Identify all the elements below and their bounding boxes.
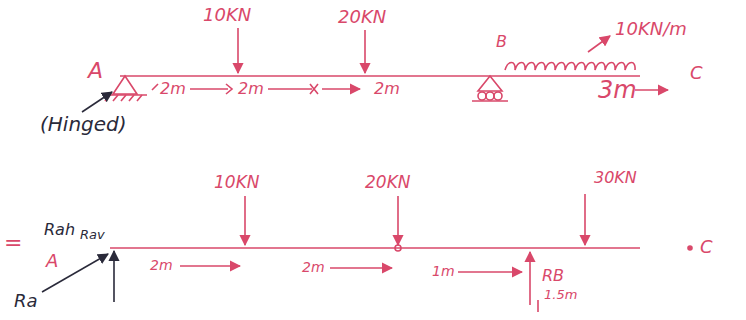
- top-beam-group: [105, 28, 668, 101]
- udl-coils: [505, 63, 635, 71]
- dimension-label: 3m: [598, 78, 637, 102]
- dimension-label: 1.5m: [544, 288, 577, 301]
- leader-arrow: [588, 36, 610, 52]
- dimension-label: 2m: [374, 81, 400, 97]
- dimension-label: 2m: [150, 258, 173, 272]
- roller: [486, 92, 494, 100]
- point-load-arrow: [237, 28, 239, 73]
- dimension-line: [330, 267, 392, 269]
- reaction-label: Ra: [14, 292, 38, 310]
- reaction-label: Rav: [80, 228, 105, 241]
- point-load-arrow: [244, 196, 246, 245]
- udl-label: 10KN/m: [615, 20, 687, 38]
- dimension-tick: [537, 300, 539, 312]
- load-label: 20KN: [365, 174, 411, 191]
- dimension-tick: [310, 84, 318, 94]
- ground-hatch: [105, 95, 142, 101]
- dimension-line: [268, 88, 312, 90]
- dimension-line: [635, 89, 668, 91]
- dimension-line: [190, 88, 228, 90]
- dimension-tick: [152, 84, 158, 90]
- leader-arrow: [82, 92, 112, 112]
- equals-sign: =: [4, 232, 22, 254]
- dimension-line: [322, 88, 360, 90]
- load-label: 10KN: [214, 174, 260, 191]
- reaction-arrow: [529, 252, 531, 305]
- point-load-arrow: [397, 196, 399, 245]
- roller: [478, 92, 486, 100]
- reaction-group: [42, 251, 114, 302]
- load-label: 20KN: [338, 8, 386, 26]
- point-load-arrow: [364, 30, 366, 73]
- roller-support: [478, 76, 502, 91]
- dimension-line: [180, 265, 240, 267]
- dimension-tick: [226, 84, 232, 94]
- reaction-label: RB: [542, 268, 564, 284]
- load-point: [395, 245, 401, 251]
- beam-line: [120, 75, 640, 77]
- dimension-label: 2m: [302, 260, 325, 274]
- beam-line: [110, 247, 640, 249]
- ground-line: [472, 100, 508, 102]
- load-label: 30KN: [594, 170, 637, 186]
- point-label: C: [690, 64, 703, 82]
- dimension-label: 1m: [432, 264, 455, 278]
- reaction-arrow: [113, 251, 115, 302]
- point-load-arrow: [584, 194, 586, 245]
- hinge-support: [113, 76, 137, 94]
- end-point: [688, 246, 692, 250]
- point-label: B: [496, 34, 507, 50]
- point-label: A: [88, 60, 103, 82]
- dimension-line: [458, 271, 522, 273]
- dimension-label: 2m: [238, 81, 264, 97]
- roller: [494, 92, 502, 100]
- point-label: C: [700, 238, 713, 256]
- reaction-label: Rah: [44, 222, 75, 238]
- hinge-note-group: [82, 92, 112, 112]
- point-label: A: [46, 252, 58, 270]
- fbd-beam-group: [110, 194, 692, 312]
- support-note: (Hinged): [40, 114, 127, 134]
- load-label: 10KN: [203, 6, 251, 24]
- dimension-label: 2m: [160, 81, 186, 97]
